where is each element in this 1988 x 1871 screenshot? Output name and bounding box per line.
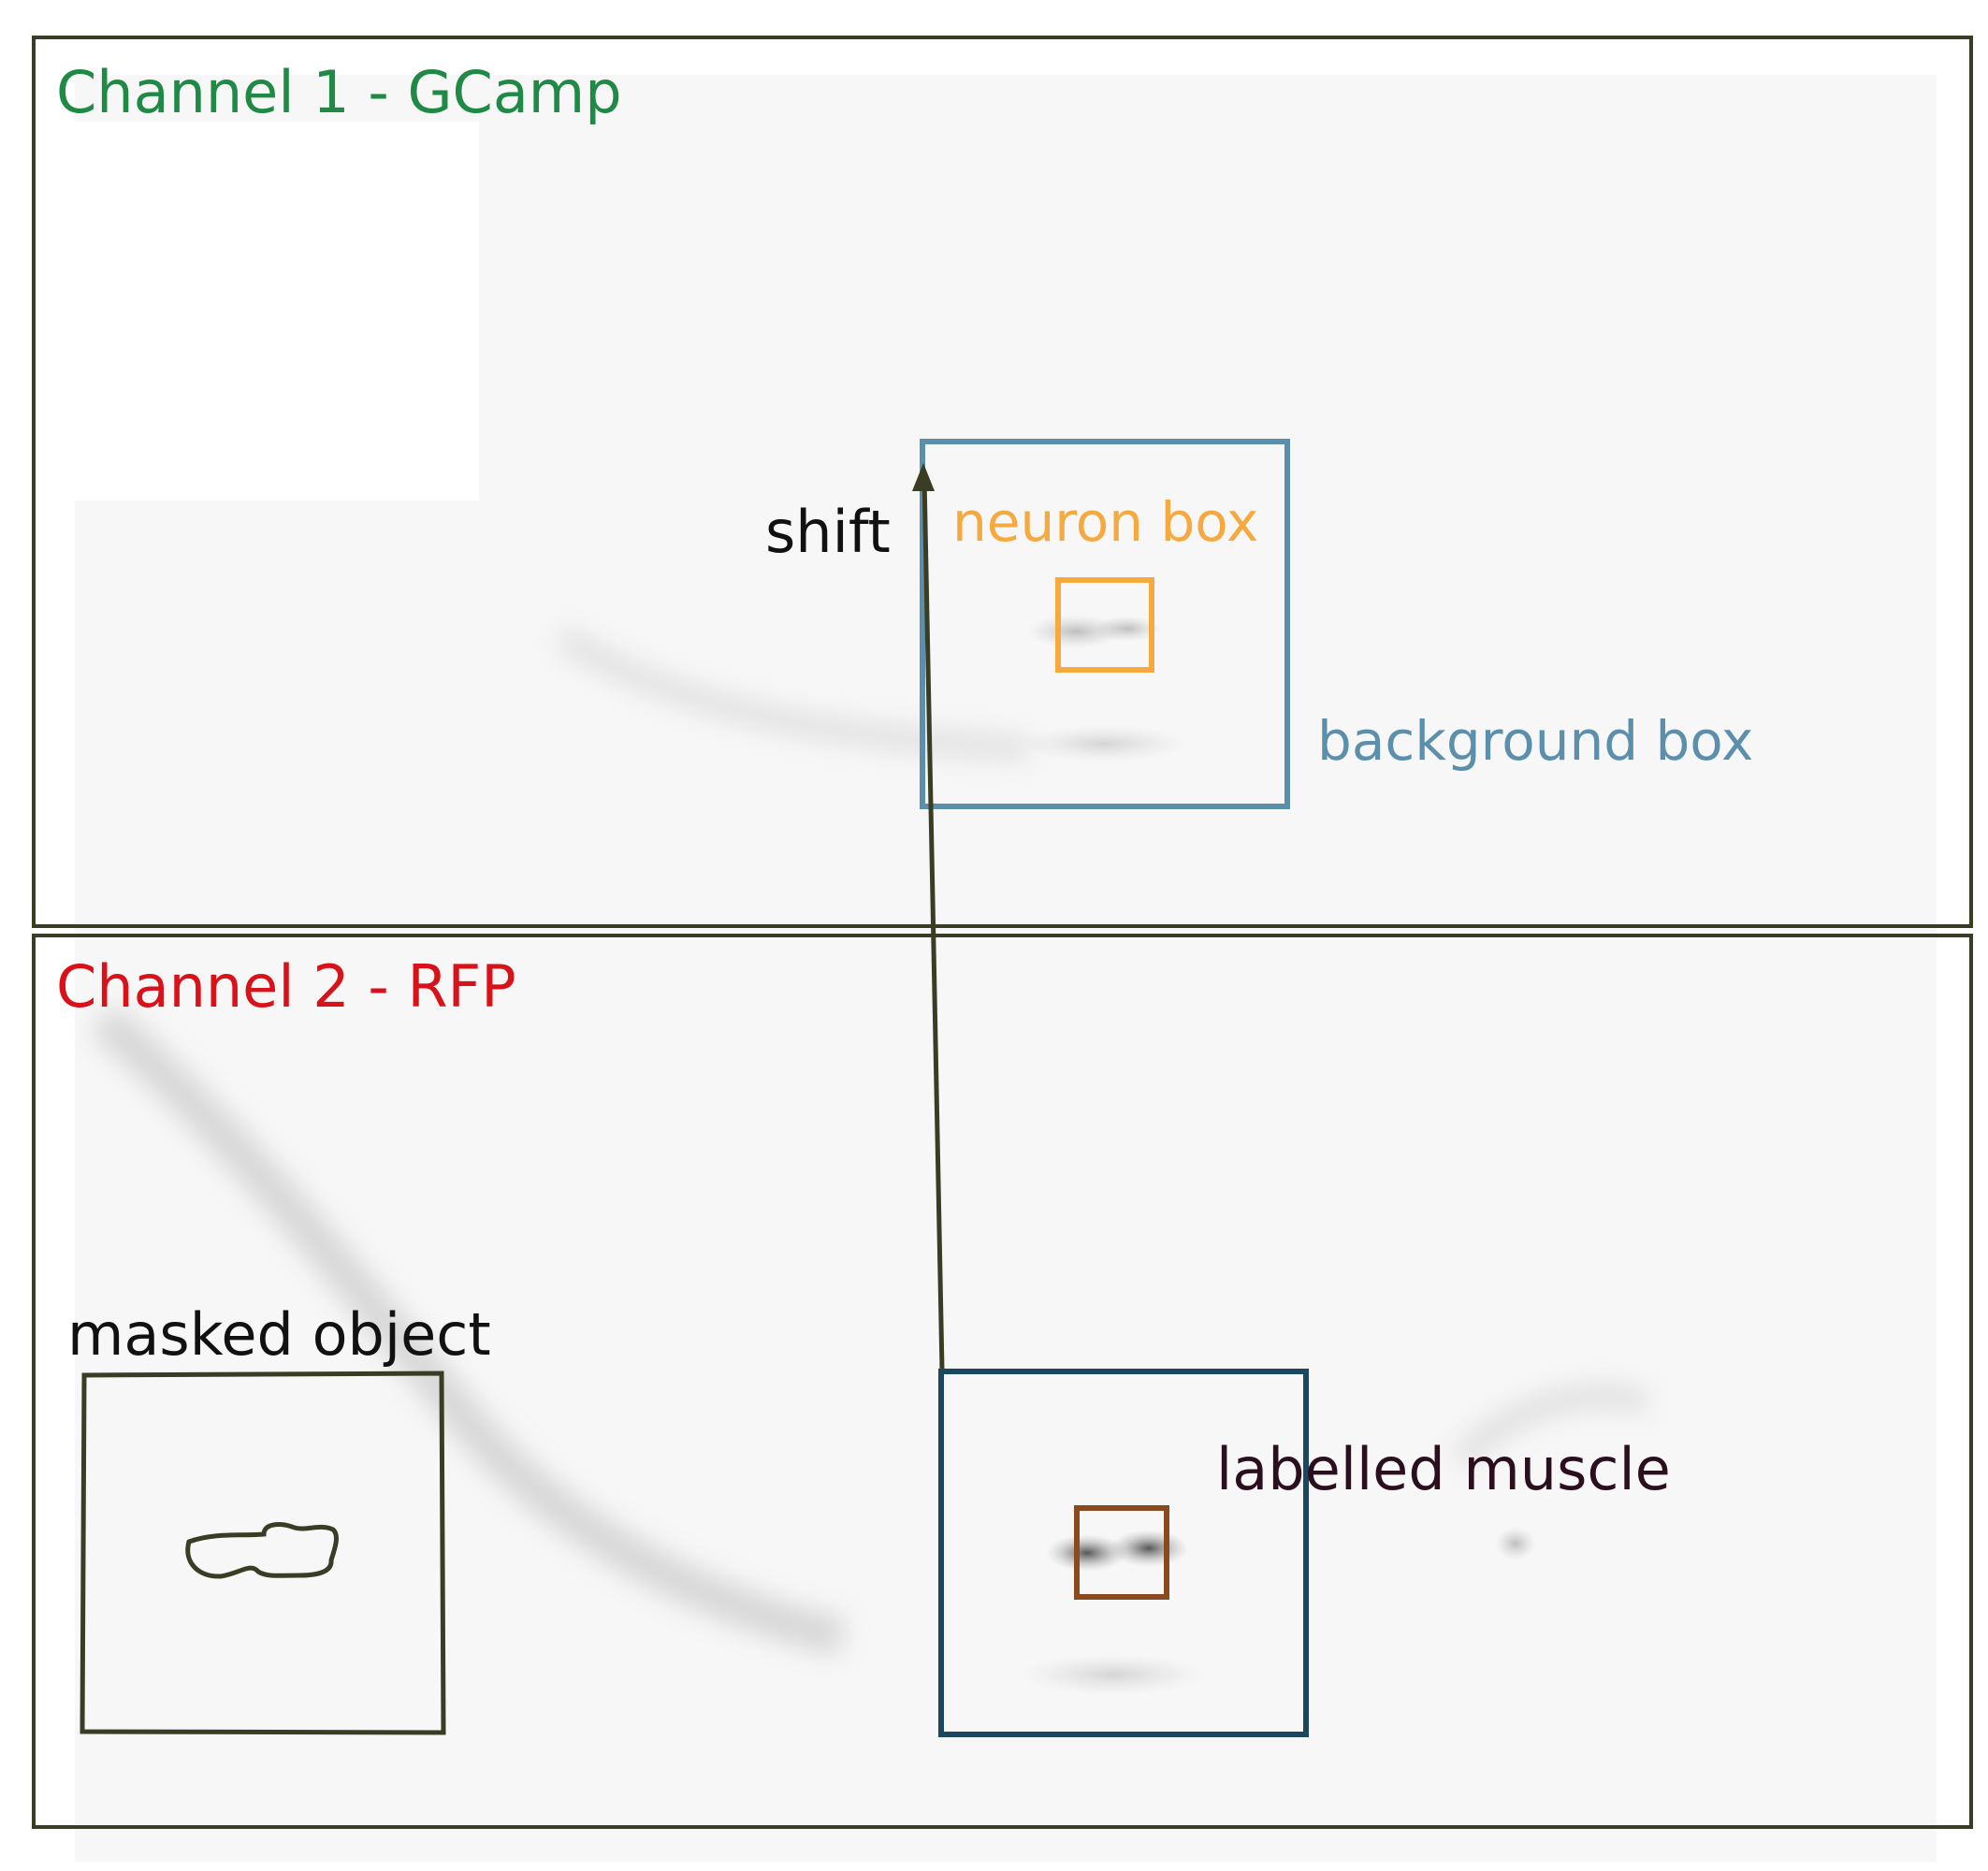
masked-object-label: masked object: [67, 1300, 491, 1369]
neuron-box-label: neuron box: [952, 490, 1258, 554]
labelled-muscle-box: [1074, 1505, 1169, 1600]
channel2-panel-frame: [32, 934, 1973, 1829]
faint-signal-channel1: [1020, 725, 1188, 762]
faint-spot-channel2: [1495, 1527, 1536, 1560]
background-box-channel2: [938, 1369, 1309, 1737]
faint-signal-channel2: [1020, 1654, 1207, 1695]
blank-patch: [67, 122, 479, 500]
tissue-streaks: [91, 626, 1650, 1656]
masked-object-outline: [185, 1522, 339, 1579]
background-box-label: background box: [1317, 709, 1753, 773]
muscle-signal-right: [1110, 1530, 1188, 1567]
masked-object-frame: [80, 1371, 446, 1735]
shift-label: shift: [765, 498, 891, 566]
neuron-signal-channel1-b: [1094, 616, 1161, 642]
channel2-title: Channel 2 - RFP: [56, 952, 516, 1021]
neuron-box-channel1: [1055, 577, 1154, 673]
shift-arrow-head: [912, 463, 935, 491]
channel1-panel-frame: [32, 36, 1973, 928]
background-box-channel1: [920, 439, 1290, 809]
channel1-title: Channel 1 - GCamp: [56, 58, 622, 126]
labelled-muscle-label: labelled muscle: [1216, 1435, 1671, 1503]
muscle-signal-left: [1046, 1534, 1128, 1572]
shift-arrow-line: [921, 476, 945, 1371]
